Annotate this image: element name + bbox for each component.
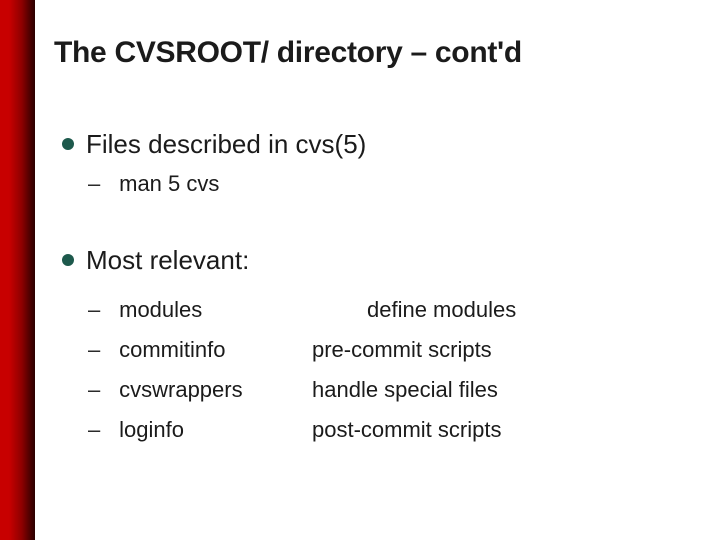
sub-item-text: man 5 cvs <box>119 171 220 196</box>
bullet-dot-icon <box>62 138 74 150</box>
dash-bullet-icon: – <box>88 417 101 442</box>
left-accent-bar <box>0 0 35 540</box>
file-name: modules <box>119 297 203 322</box>
list-item-term: – commitinfo <box>88 330 312 370</box>
list-item: – modules define modules <box>88 290 516 330</box>
list-item: – loginfo post-commit scripts <box>88 410 516 450</box>
bullet-item-label: Most relevant: <box>86 244 250 275</box>
cvsroot-files-list: – modules define modules – commitinfo pr… <box>88 290 516 450</box>
dash-bullet-icon: – <box>88 171 101 196</box>
file-description: define modules <box>367 297 517 322</box>
dash-bullet-icon: – <box>88 337 101 362</box>
dash-bullet-icon: – <box>88 297 101 322</box>
sub-item-man-5-cvs: – man 5 cvs <box>88 171 219 197</box>
dash-bullet-icon: – <box>88 377 101 402</box>
slide-title: The CVSROOT/ directory – cont'd <box>54 36 522 69</box>
file-description: handle special files <box>312 377 498 402</box>
file-name: loginfo <box>119 417 184 442</box>
list-item-term: – modules <box>88 290 312 330</box>
bullet-item-most-relevant: Most relevant: <box>62 243 249 277</box>
file-description: pre-commit scripts <box>312 337 492 362</box>
file-name: commitinfo <box>119 337 226 362</box>
list-item-term: – loginfo <box>88 410 312 450</box>
bullet-dot-icon <box>62 254 74 266</box>
file-description: post-commit scripts <box>312 417 502 442</box>
bullet-item-label: Files described in cvs(5) <box>86 128 367 159</box>
list-item: – cvswrappers handle special files <box>88 370 516 410</box>
bullet-item-files: Files described in cvs(5) <box>62 127 366 161</box>
file-name: cvswrappers <box>119 377 243 402</box>
list-item-term: – cvswrappers <box>88 370 312 410</box>
list-item: – commitinfo pre-commit scripts <box>88 330 516 370</box>
